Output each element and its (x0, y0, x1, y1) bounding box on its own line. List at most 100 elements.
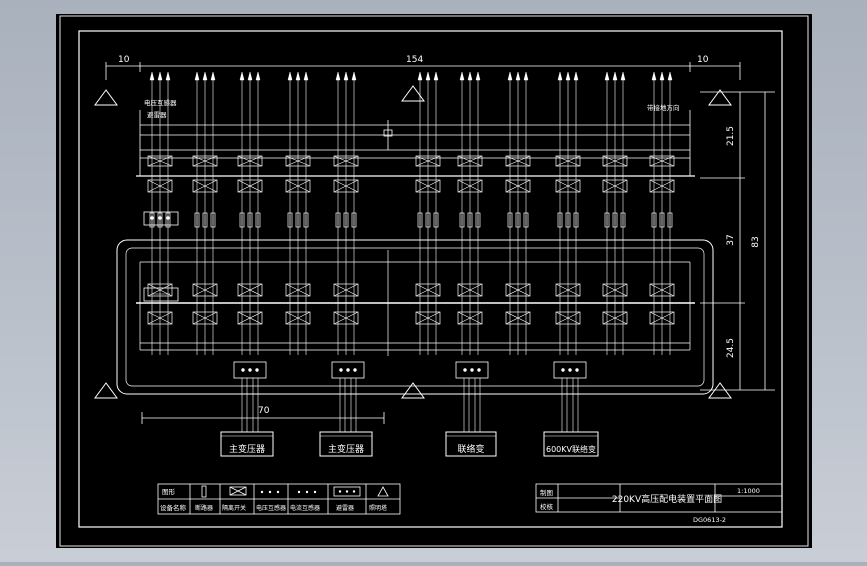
triangle-icon (708, 382, 732, 399)
breaker (433, 212, 439, 228)
upper-disconnector-diag (285, 155, 311, 167)
inner-border (78, 30, 783, 528)
upper-disconnector-diag (602, 155, 628, 167)
upper-disconnector-diag (555, 155, 581, 167)
top-dimension (105, 62, 741, 80)
upper-disconnector (333, 155, 359, 167)
feeder-ct-box (233, 361, 267, 379)
breaker (255, 212, 261, 228)
transformer-feeders (233, 361, 587, 432)
breaker (239, 212, 245, 228)
disconnector (457, 311, 483, 325)
feeder-ct-box (455, 361, 489, 379)
breaker (612, 212, 618, 228)
disconnector (285, 179, 311, 193)
feeder-dot (575, 368, 579, 372)
vt-dot (166, 216, 170, 220)
breaker (247, 212, 253, 228)
feeder-dot (346, 368, 350, 372)
transformer-label-1: 主变压器 (229, 443, 265, 455)
disconnector-diag (333, 179, 359, 193)
disconnector (285, 283, 311, 297)
upper-disconnector (285, 155, 311, 167)
breaker (651, 212, 657, 228)
triangle-icon (401, 85, 425, 102)
breaker (417, 212, 423, 228)
disconnector (649, 311, 675, 325)
upper-disconnector (555, 155, 581, 167)
breaker (667, 212, 673, 228)
legend-name-tower: 照明塔 (369, 504, 387, 512)
breaker (303, 212, 309, 228)
breaker (557, 212, 563, 228)
drawing-sheet (56, 14, 812, 548)
arrester-icon (333, 486, 361, 497)
breaker (165, 212, 171, 228)
breaker (149, 212, 155, 228)
disconnector-diag (457, 311, 483, 325)
disconnector (147, 283, 173, 297)
label-grounding: 带接地方向 (647, 103, 680, 112)
current-transformer-icon (297, 490, 317, 494)
upper-disconnector (457, 155, 483, 167)
disconnector-diag (285, 311, 311, 325)
disconnector (457, 179, 483, 193)
vt-dot (158, 216, 162, 220)
vt-dot (150, 216, 154, 220)
dim-right-middle: 37 (726, 234, 736, 245)
breaker (515, 212, 521, 228)
disconnector (555, 179, 581, 193)
legend-name-breaker: 断路器 (195, 504, 213, 512)
disconnector (147, 179, 173, 193)
disconnector-diag (192, 283, 218, 297)
disconnector (505, 283, 531, 297)
disconnector-diag (505, 311, 531, 325)
breaker (467, 212, 473, 228)
disconnector-diag (457, 283, 483, 297)
disconnector (333, 283, 359, 297)
transformer-label-2: 主变压器 (328, 443, 364, 455)
feeder-dot (477, 368, 481, 372)
legend-header-icon: 图形 (162, 488, 176, 496)
label-vt-arrester-2: 避雷器 (147, 110, 167, 119)
breaker (425, 212, 431, 228)
breaker (194, 212, 200, 228)
breaker (620, 212, 626, 228)
upper-disconnector-diag (415, 155, 441, 167)
voltage-transformer-icon (260, 490, 280, 494)
outer-border (59, 15, 809, 547)
disconnector (237, 179, 263, 193)
breaker (335, 212, 341, 228)
disconnector-diag (602, 311, 628, 325)
legend-name-disconnector: 隔离开关 (222, 504, 246, 512)
disconnector-icon (229, 486, 247, 496)
dim-right-total: 83 (751, 236, 761, 247)
disconnector-diag (555, 179, 581, 193)
disconnector-diag (649, 311, 675, 325)
upper-disconnector-diag (457, 155, 483, 167)
title-block (535, 483, 783, 513)
upper-disconnector (147, 155, 173, 167)
upper-disconnector (505, 155, 531, 167)
upper-disconnector (192, 155, 218, 167)
dim-top-middle: 154 (406, 55, 423, 65)
disconnector (237, 283, 263, 297)
disconnector (285, 311, 311, 325)
disconnector (237, 311, 263, 325)
disconnector (333, 311, 359, 325)
feeder-ct-box (553, 361, 587, 379)
triangle-icon (401, 382, 425, 399)
feeder-dot (241, 368, 245, 372)
disconnector (415, 179, 441, 193)
disconnector-diag (192, 179, 218, 193)
disconnector-diag (147, 311, 173, 325)
feeder-ct-box (331, 361, 365, 379)
upper-disconnector-diag (147, 155, 173, 167)
disconnector-diag (649, 179, 675, 193)
breaker (157, 212, 163, 228)
drawing-scale: 1:1000 (737, 487, 760, 495)
transformer-label-4: 600KV联络变 (546, 444, 596, 454)
triangle-icon (94, 89, 118, 106)
disconnector-diag (602, 283, 628, 297)
transformer-label-3: 联络变 (457, 443, 484, 455)
